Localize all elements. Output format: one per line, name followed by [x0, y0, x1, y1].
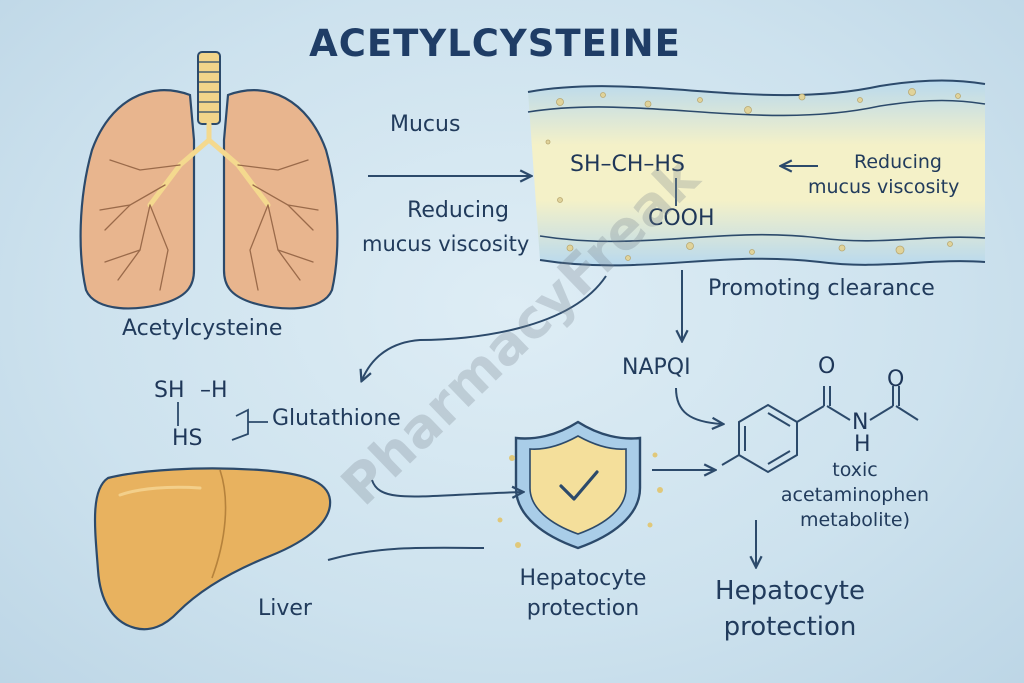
- pathway-arrows: [362, 166, 818, 566]
- liver-connector-line: [327, 546, 485, 561]
- promoting-clearance-label: Promoting clearance: [708, 276, 935, 301]
- arrow-liver-to-shield: [371, 479, 522, 497]
- arrow-to-glutathione: [362, 275, 607, 380]
- glutathione-dash-h: –H: [200, 378, 228, 403]
- mucus-label: Mucus: [390, 112, 461, 137]
- glutathione-structure: [177, 402, 268, 441]
- hepatocyte-protection-small-line2: protection: [526, 596, 640, 621]
- liver-icon: [93, 467, 332, 631]
- reducing-viscosity-left-line1: Reducing: [407, 198, 509, 223]
- glutathione-sh: SH: [154, 378, 185, 403]
- reducing-viscosity-right-line1: Reducing: [854, 151, 942, 173]
- lungs-icon: [79, 51, 339, 310]
- napqi-label: NAPQI: [622, 355, 691, 380]
- glutathione-label: Glutathione: [272, 406, 401, 431]
- acetylcysteine-label: Acetylcysteine: [122, 316, 283, 341]
- page-title: ACETYLCYSTEINE: [309, 22, 681, 65]
- reducing-viscosity-left-line2: mucus viscosity: [362, 232, 530, 256]
- shield-check-icon: [497, 420, 663, 550]
- napqi-oxygen-2: O: [887, 367, 905, 392]
- hepatocyte-protection-big-line2: protection: [723, 612, 857, 642]
- reducing-viscosity-right-line2: mucus viscosity: [808, 176, 960, 198]
- liver-label: Liver: [258, 596, 312, 621]
- glutathione-hs: HS: [172, 426, 203, 451]
- mucus-formula-row: SH–CH–HS: [570, 152, 685, 177]
- napqi-oxygen-1: O: [818, 354, 836, 379]
- toxic-metabolite-line1: toxic: [832, 459, 878, 481]
- arrow-napqi-to-structure: [675, 387, 722, 424]
- hepatocyte-protection-big-line1: Hepatocyte: [715, 576, 865, 606]
- toxic-metabolite-line2: acetaminophen: [780, 484, 930, 506]
- mucus-formula-cooh: COOH: [648, 206, 715, 231]
- mucus-layer: [527, 79, 986, 267]
- benzene-ring-icon: [721, 386, 919, 474]
- napqi-hydrogen: H: [854, 432, 871, 457]
- toxic-metabolite-line3: metabolite): [799, 509, 911, 531]
- napqi-nitrogen: N: [852, 410, 869, 435]
- hepatocyte-protection-small-line1: Hepatocyte: [519, 566, 647, 591]
